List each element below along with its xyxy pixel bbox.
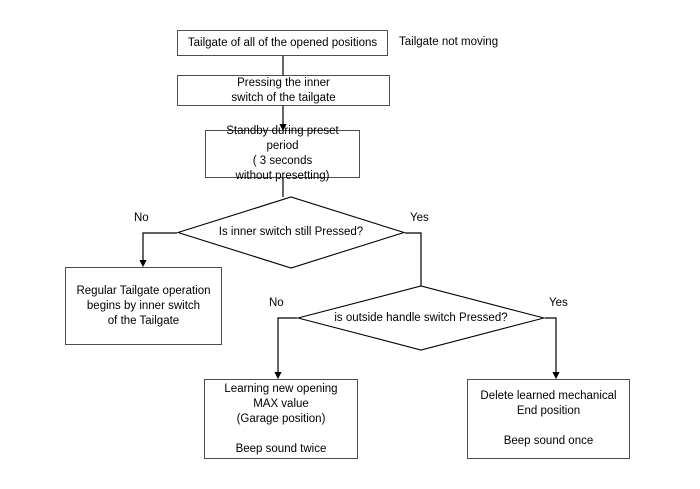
node-learning-new-opening: Learning new opening MAX value (Garage p… <box>204 379 358 459</box>
decision-2-label: is outside handle switch Pressed? <box>334 311 508 324</box>
decision-outside-handle-switch-pressed: is outside handle switch Pressed? <box>297 285 545 351</box>
edge-label-d2-yes: Yes <box>549 297 568 309</box>
note-tailgate-not-moving: Tailgate not moving <box>399 36 499 48</box>
decision-inner-switch-still-pressed: Is inner switch still Pressed? <box>177 196 405 269</box>
node-pressing-inner-switch: Pressing the inner switch of the tailgat… <box>177 75 390 106</box>
node-delete-learned-mechanical: Delete learned mechanical End position B… <box>467 379 630 459</box>
edge-label-d1-yes: Yes <box>410 212 429 224</box>
edge-label-d2-no: No <box>269 297 284 309</box>
edge-label-d1-no: No <box>134 212 149 224</box>
node-regular-tailgate-operation: Regular Tailgate operation begins by inn… <box>65 267 222 345</box>
node-standby-preset-period: Standby during preset period ( 3 seconds… <box>205 125 360 182</box>
decision-1-label: Is inner switch still Pressed? <box>218 226 364 238</box>
node-tailgate-opened-positions: Tailgate of all of the opened positions <box>177 30 388 56</box>
